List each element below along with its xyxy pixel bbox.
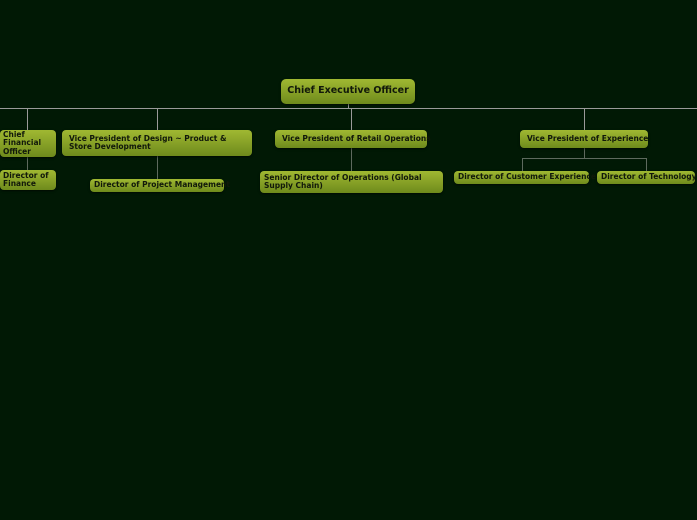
connector-cx [522,158,523,171]
node-vp-design[interactable]: Vice President of Design ~ Product & Sto… [62,130,252,156]
node-vp-experience[interactable]: Vice President of Experience [520,130,648,148]
connector-retail [351,108,352,130]
node-vp-retail[interactable]: Vice President of Retail Operations [275,130,431,148]
node-dir-finance[interactable]: Director of Finance [0,170,56,190]
connector-ops [351,148,352,171]
node-dir-technology[interactable]: Director of Technology [597,171,697,184]
connector-pm [157,156,158,179]
node-dir-operations[interactable]: Senior Director of Operations (Global Su… [260,171,443,193]
connector-ceo [348,104,349,109]
connector-exp-stem [584,148,585,158]
connector-tech [646,158,647,171]
connector-main-bus [0,108,697,109]
connector-experience [584,108,585,130]
connector-finance [27,157,28,170]
node-cfo[interactable]: Chief Financial Officer [0,130,56,157]
node-dir-customer-experience[interactable]: Director of Customer Experience [454,171,596,184]
connector-cfo [27,108,28,130]
node-dir-project-management[interactable]: Director of Project Management [90,179,230,192]
connector-design [157,108,158,130]
connector-exp-bus [522,158,647,159]
node-ceo[interactable]: Chief Executive Officer [281,79,415,104]
